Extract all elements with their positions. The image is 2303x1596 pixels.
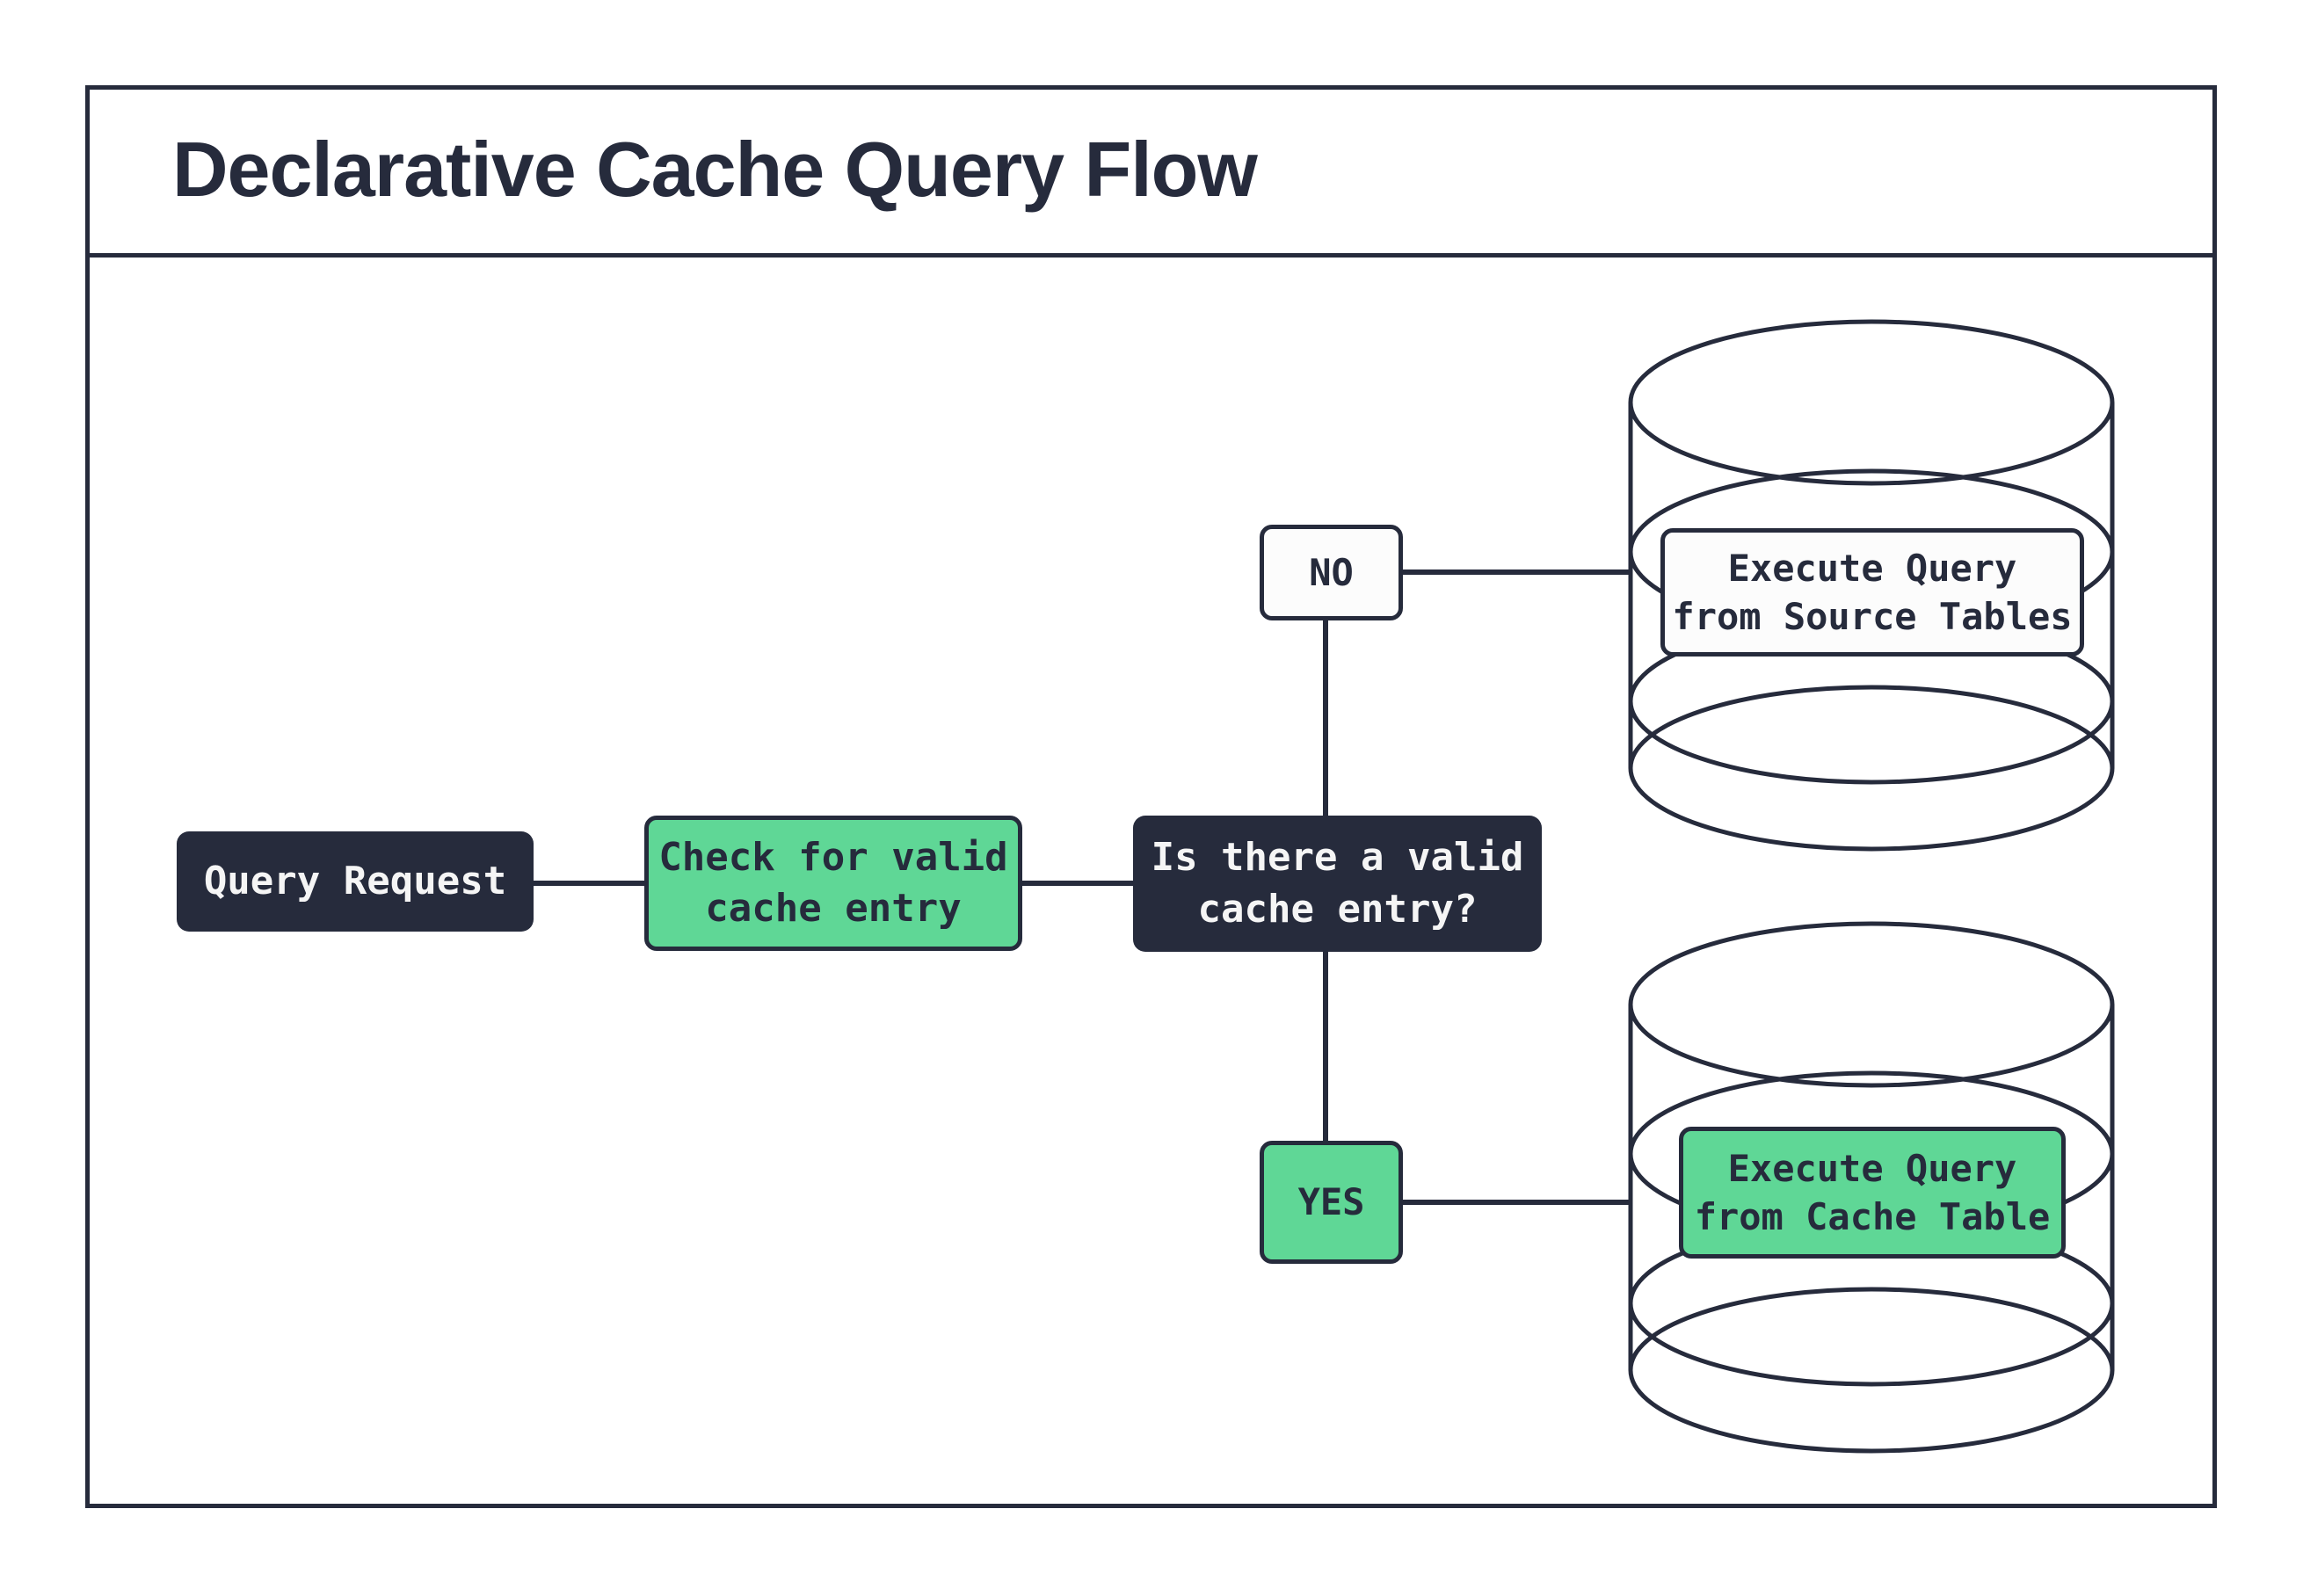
node-execute-source-line2: from Source Tables	[1672, 595, 2073, 638]
node-execute-cache-table: Execute Query from Cache Table	[1679, 1127, 2066, 1259]
connector-yes-to-cache-db	[1403, 1200, 1632, 1205]
title-band: Declarative Cache Query Flow	[85, 85, 2217, 258]
connector-decision-to-no	[1323, 620, 1328, 816]
node-check-cache-line1: Check for valid	[658, 834, 1008, 880]
node-check-cache: Check for valid cache entry	[644, 816, 1022, 951]
node-execute-cache-line2: from Cache Table	[1694, 1195, 2051, 1238]
node-no-branch: NO	[1260, 525, 1403, 620]
node-decision-line2: cache entry?	[1197, 886, 1478, 932]
node-decision-line1: Is there a valid	[1151, 835, 1524, 881]
connector-no-to-source-db	[1403, 569, 1632, 575]
node-decision-valid-cache: Is there a valid cache entry?	[1133, 816, 1542, 952]
node-execute-source-line1: Execute Query	[1727, 546, 2017, 590]
node-execute-source-tables: Execute Query from Source Tables	[1660, 528, 2084, 657]
node-execute-cache-line1: Execute Query	[1727, 1146, 2017, 1190]
node-query-request: Query Request	[177, 831, 534, 932]
page-title: Declarative Cache Query Flow	[172, 125, 1258, 213]
connector-query-to-check	[534, 881, 644, 886]
node-yes-branch: YES	[1260, 1141, 1403, 1264]
connector-decision-to-yes	[1323, 952, 1328, 1141]
connector-check-to-decision	[1022, 881, 1133, 886]
node-check-cache-line2: cache entry	[705, 886, 962, 931]
node-no-label: NO	[1309, 550, 1354, 594]
node-query-request-label: Query Request	[203, 858, 507, 903]
node-yes-label: YES	[1297, 1180, 1365, 1224]
